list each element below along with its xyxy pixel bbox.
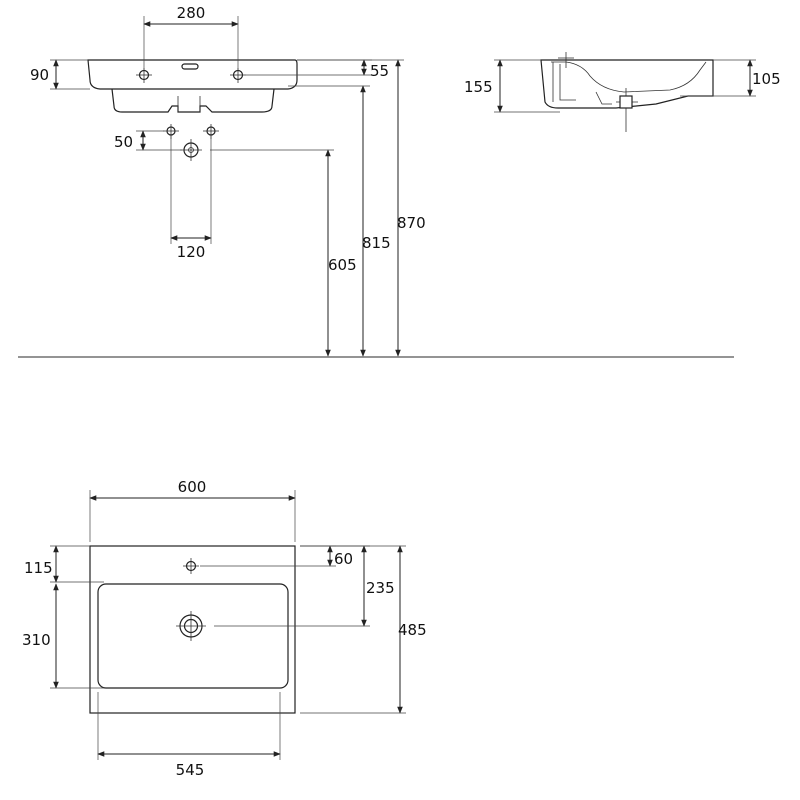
front-overflow-slot: [181, 63, 199, 70]
dim-label-55: 55: [370, 62, 389, 80]
dim-label-235: 235: [366, 579, 395, 597]
dim-label-280: 280: [177, 4, 206, 22]
front-waste-pipe: [180, 139, 202, 161]
dim-label-545: 545: [176, 761, 205, 779]
side-view: 155 105: [464, 52, 781, 132]
plan-tap-hole: [183, 558, 199, 574]
dim-label-120: 120: [177, 243, 206, 261]
dim-label-115: 115: [24, 559, 53, 577]
plan-view: 600 115 310 60 235 485 545: [22, 478, 427, 779]
plan-basin-outline: [89, 545, 296, 714]
front-fixing-right: [203, 124, 219, 139]
side-waste-outlet: [619, 95, 633, 109]
side-bowl-profile: [551, 61, 707, 93]
dim-label-485: 485: [398, 621, 427, 639]
front-view: 280 90 55 870 815: [30, 4, 426, 357]
dim-label-90: 90: [30, 66, 49, 84]
front-basin-underside: [111, 88, 275, 113]
front-tap-hole-left: [136, 68, 152, 83]
dim-label-105: 105: [752, 70, 781, 88]
plan-bowl-outline: [97, 583, 289, 689]
dim-label-605: 605: [328, 256, 357, 274]
front-tap-hole-right: [230, 68, 246, 83]
dim-label-600: 600: [178, 478, 207, 496]
side-drain-detail: [595, 91, 612, 105]
front-waste-neck: [177, 96, 201, 112]
dim-label-50: 50: [114, 133, 133, 151]
dim-label-155: 155: [464, 78, 493, 96]
plan-drain: [176, 611, 206, 641]
dim-label-870: 870: [397, 214, 426, 232]
dim-label-815: 815: [362, 234, 391, 252]
dim-label-310: 310: [22, 631, 51, 649]
dim-label-60: 60: [334, 550, 353, 568]
side-wall-detail: [552, 62, 576, 102]
